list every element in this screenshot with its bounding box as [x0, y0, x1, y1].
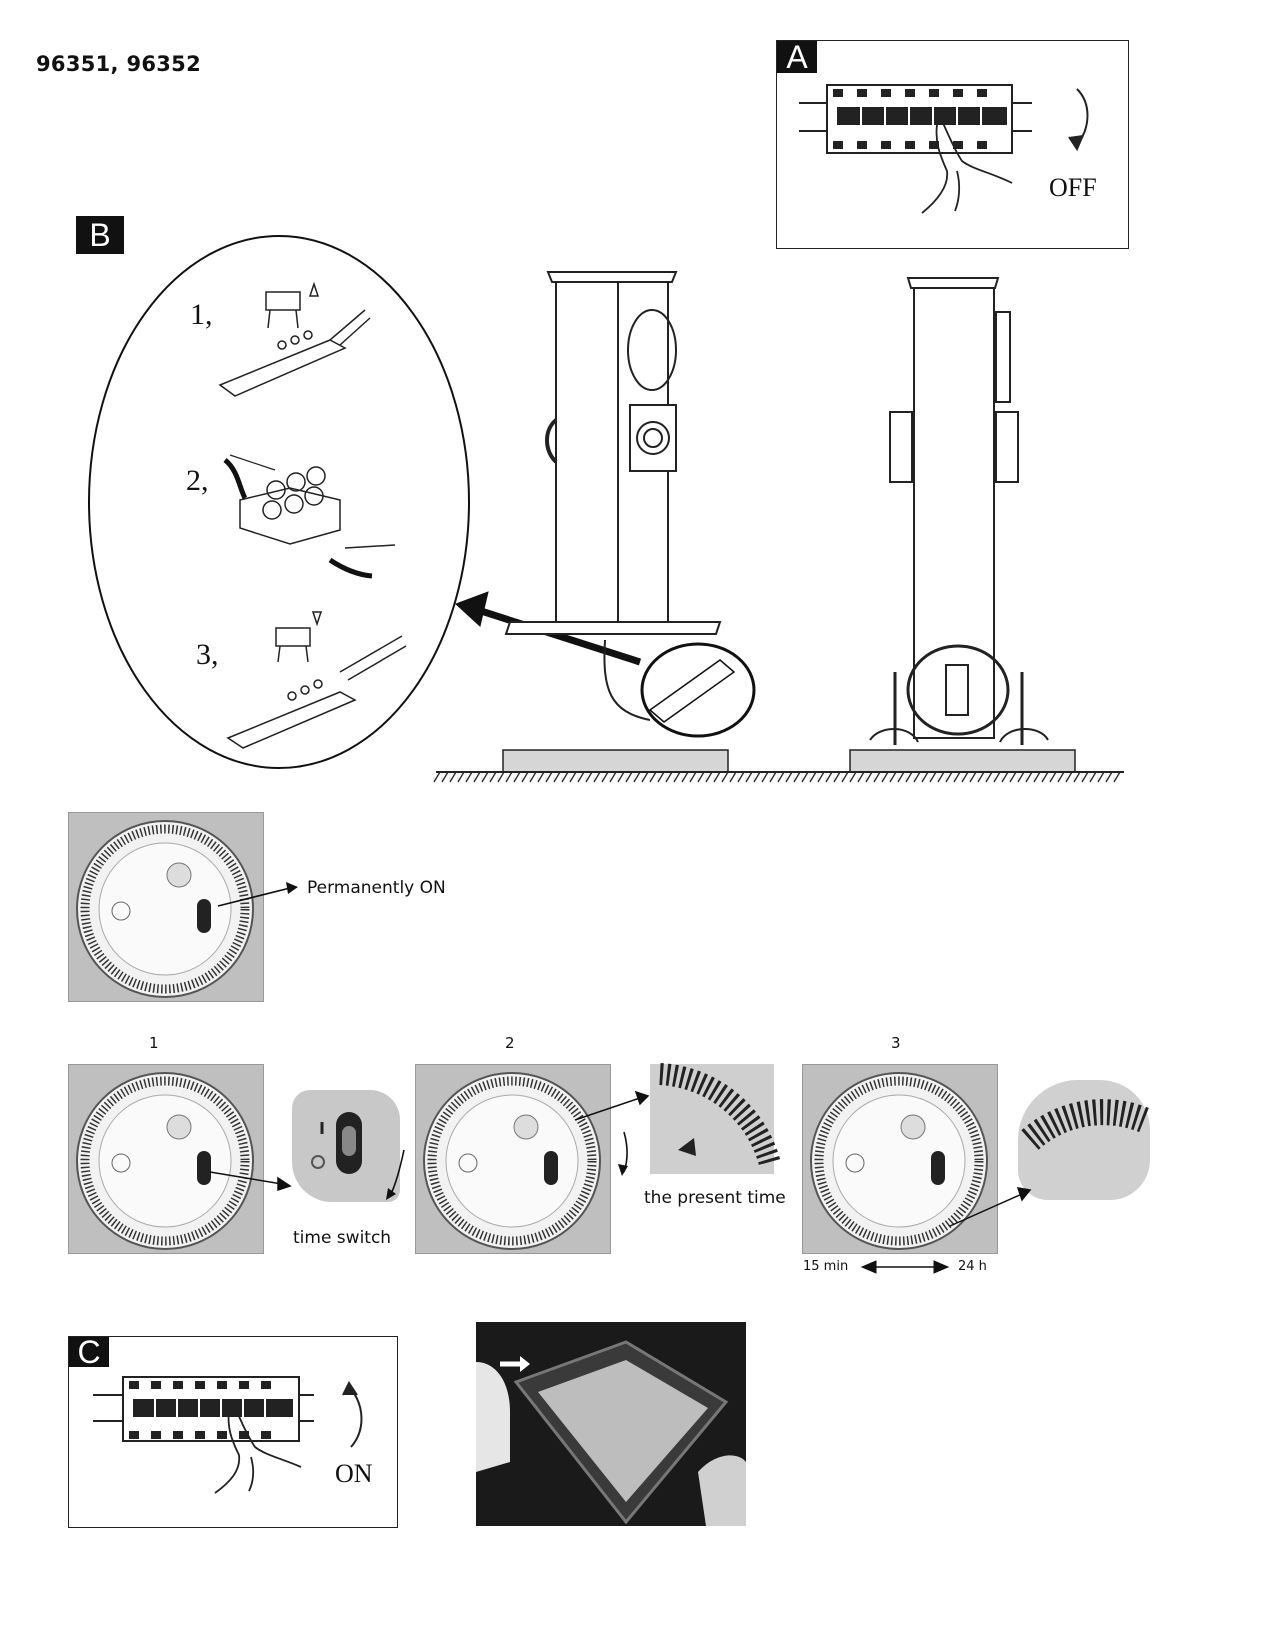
panel-c-breaker-on: C ON: [68, 1336, 398, 1528]
panel-b-step-1: 1,: [190, 298, 213, 331]
permanent-on-label: Permanently ON: [307, 878, 446, 898]
timer-dial-icon: [810, 1072, 988, 1250]
timer-photo-permanent: [68, 812, 264, 1002]
permanent-on-arrow: [217, 882, 298, 907]
time-switch-label: time switch: [293, 1228, 392, 1248]
panel-c-tag: C: [69, 1336, 109, 1368]
timer-step-number-3: 3: [891, 1034, 901, 1052]
terminal-step-2: [223, 454, 396, 579]
panel-b-step-2: 2,: [186, 464, 209, 497]
dial-segments-closeup-photo: [1018, 1080, 1150, 1200]
breaker-strip-illustration: [799, 84, 1089, 214]
timer-photo-step-1: [68, 1064, 264, 1254]
panel-a-breaker-off: A OFF: [776, 40, 1129, 249]
panel-b-tag: B: [76, 216, 124, 254]
power-pillar-right: [869, 277, 1049, 745]
terminal-step-3: [226, 611, 407, 749]
connector-zoom-circle: [640, 642, 756, 738]
hand-icon: [921, 120, 1013, 214]
panel-a-off-label: OFF: [1049, 173, 1097, 202]
timer-dial-icon: [423, 1072, 601, 1250]
timer-step-number-2: 2: [505, 1034, 515, 1052]
detail-ellipse: [88, 235, 470, 769]
panel-b-step-3: 3,: [196, 638, 219, 671]
switch-closeup-photo: [292, 1090, 400, 1202]
timer-dial-icon: [76, 820, 254, 998]
concrete-foundation: [436, 749, 1124, 773]
panel-c-on-label: ON: [335, 1459, 373, 1488]
range-max-label: 24 h: [958, 1259, 987, 1274]
rotate-arrow-icon: [1068, 88, 1089, 152]
panel-a-tag: A: [777, 41, 817, 73]
double-arrow-icon: [860, 1260, 950, 1274]
model-numbers: 96351, 96352: [36, 52, 202, 76]
pillar-cover-photo: [476, 1322, 746, 1526]
timer-photo-step-3: [802, 1064, 998, 1254]
ground-hatching: [433, 771, 1121, 783]
hand-icon: [214, 1404, 302, 1494]
present-time-closeup-photo: [650, 1063, 781, 1174]
power-pillar-left: [504, 271, 722, 721]
pointer-arrow: [455, 591, 642, 666]
breaker-strip-illustration: [93, 1376, 363, 1494]
timer-dial-icon: [76, 1072, 254, 1250]
timer-photo-step-2: [415, 1064, 611, 1254]
range-min-label: 15 min: [803, 1259, 849, 1274]
timer-step-number-1: 1: [149, 1034, 159, 1052]
terminal-step-1: [218, 281, 371, 397]
installation-illustration: [88, 235, 1124, 783]
rotate-arrow-icon: [342, 1381, 363, 1448]
present-time-label: the present time: [644, 1188, 786, 1208]
